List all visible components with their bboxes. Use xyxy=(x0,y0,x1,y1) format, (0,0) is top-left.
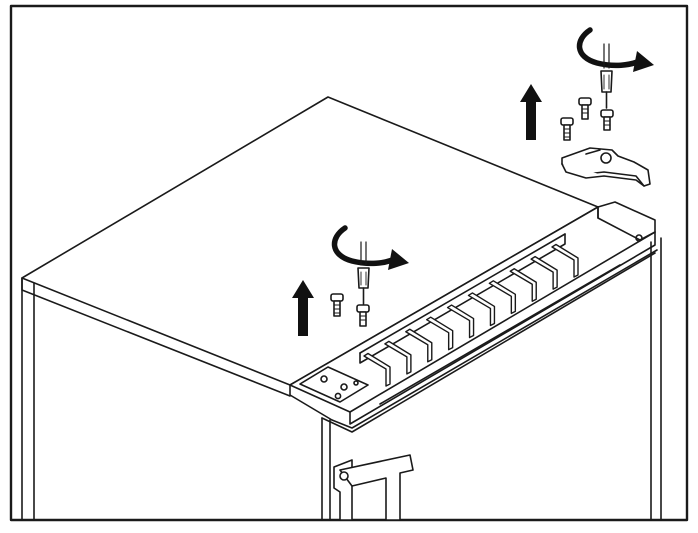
left-hinge-bracket xyxy=(299,366,369,403)
grille-inner-rail xyxy=(359,233,566,354)
left-bracket-plate xyxy=(299,366,369,403)
rotate-counterclockwise-arrow-icon xyxy=(331,225,400,267)
grille-fin xyxy=(363,352,391,387)
screw-icon xyxy=(578,97,592,120)
grille-fin xyxy=(446,304,475,339)
screwdriver-icon xyxy=(357,241,370,305)
step-1-unscrew xyxy=(292,225,409,336)
grille-fin xyxy=(467,292,496,327)
handle-grip xyxy=(339,454,414,521)
ventilation-grille xyxy=(289,206,658,429)
bracket-hole xyxy=(340,383,348,391)
rotate-arrow-head xyxy=(633,51,654,72)
right-hinge-bracket xyxy=(597,201,656,242)
hinge-cover-slot xyxy=(585,149,601,155)
screw-icon xyxy=(330,293,344,317)
top-panel-front-thickness xyxy=(21,277,291,397)
grille-fin xyxy=(509,268,537,302)
top-panel xyxy=(21,96,599,386)
appliance-cabinet xyxy=(21,237,662,521)
rotate-arrow-head xyxy=(388,249,409,270)
rotate-counterclockwise-arrow-icon xyxy=(576,27,645,69)
hinge-cover-hole xyxy=(600,152,612,164)
grille-inner-rail-2 xyxy=(379,264,621,405)
grille-left-end xyxy=(289,384,333,421)
step-2-remove-hinge xyxy=(520,27,654,187)
screw-icon xyxy=(560,117,574,141)
bracket-hole xyxy=(353,380,359,386)
grille-fin xyxy=(384,340,412,375)
screwdriver-icon xyxy=(600,43,613,109)
screw-icon xyxy=(356,304,370,327)
bracket-hole xyxy=(635,234,643,242)
grille-fin xyxy=(551,243,579,278)
up-arrow-icon xyxy=(292,280,314,336)
door-top-edge xyxy=(321,252,656,433)
grille-fin xyxy=(405,328,433,363)
grille-fins xyxy=(363,243,579,387)
hinge-cover-side xyxy=(561,163,645,187)
bracket-hole xyxy=(320,375,328,383)
grille-back-wall xyxy=(359,233,566,364)
grille-fin xyxy=(488,280,517,315)
screw-icon xyxy=(600,109,614,131)
grille-fin xyxy=(425,316,454,351)
grille-fin xyxy=(530,255,558,290)
appliance-door xyxy=(321,252,656,521)
grille-front-face xyxy=(349,231,656,425)
bracket-hole xyxy=(334,392,342,400)
hinge-cover-part xyxy=(561,147,651,187)
door-handle xyxy=(333,454,414,521)
handle-screw xyxy=(339,471,349,481)
up-arrow-icon xyxy=(520,84,542,140)
grille-front-lip xyxy=(331,249,658,429)
